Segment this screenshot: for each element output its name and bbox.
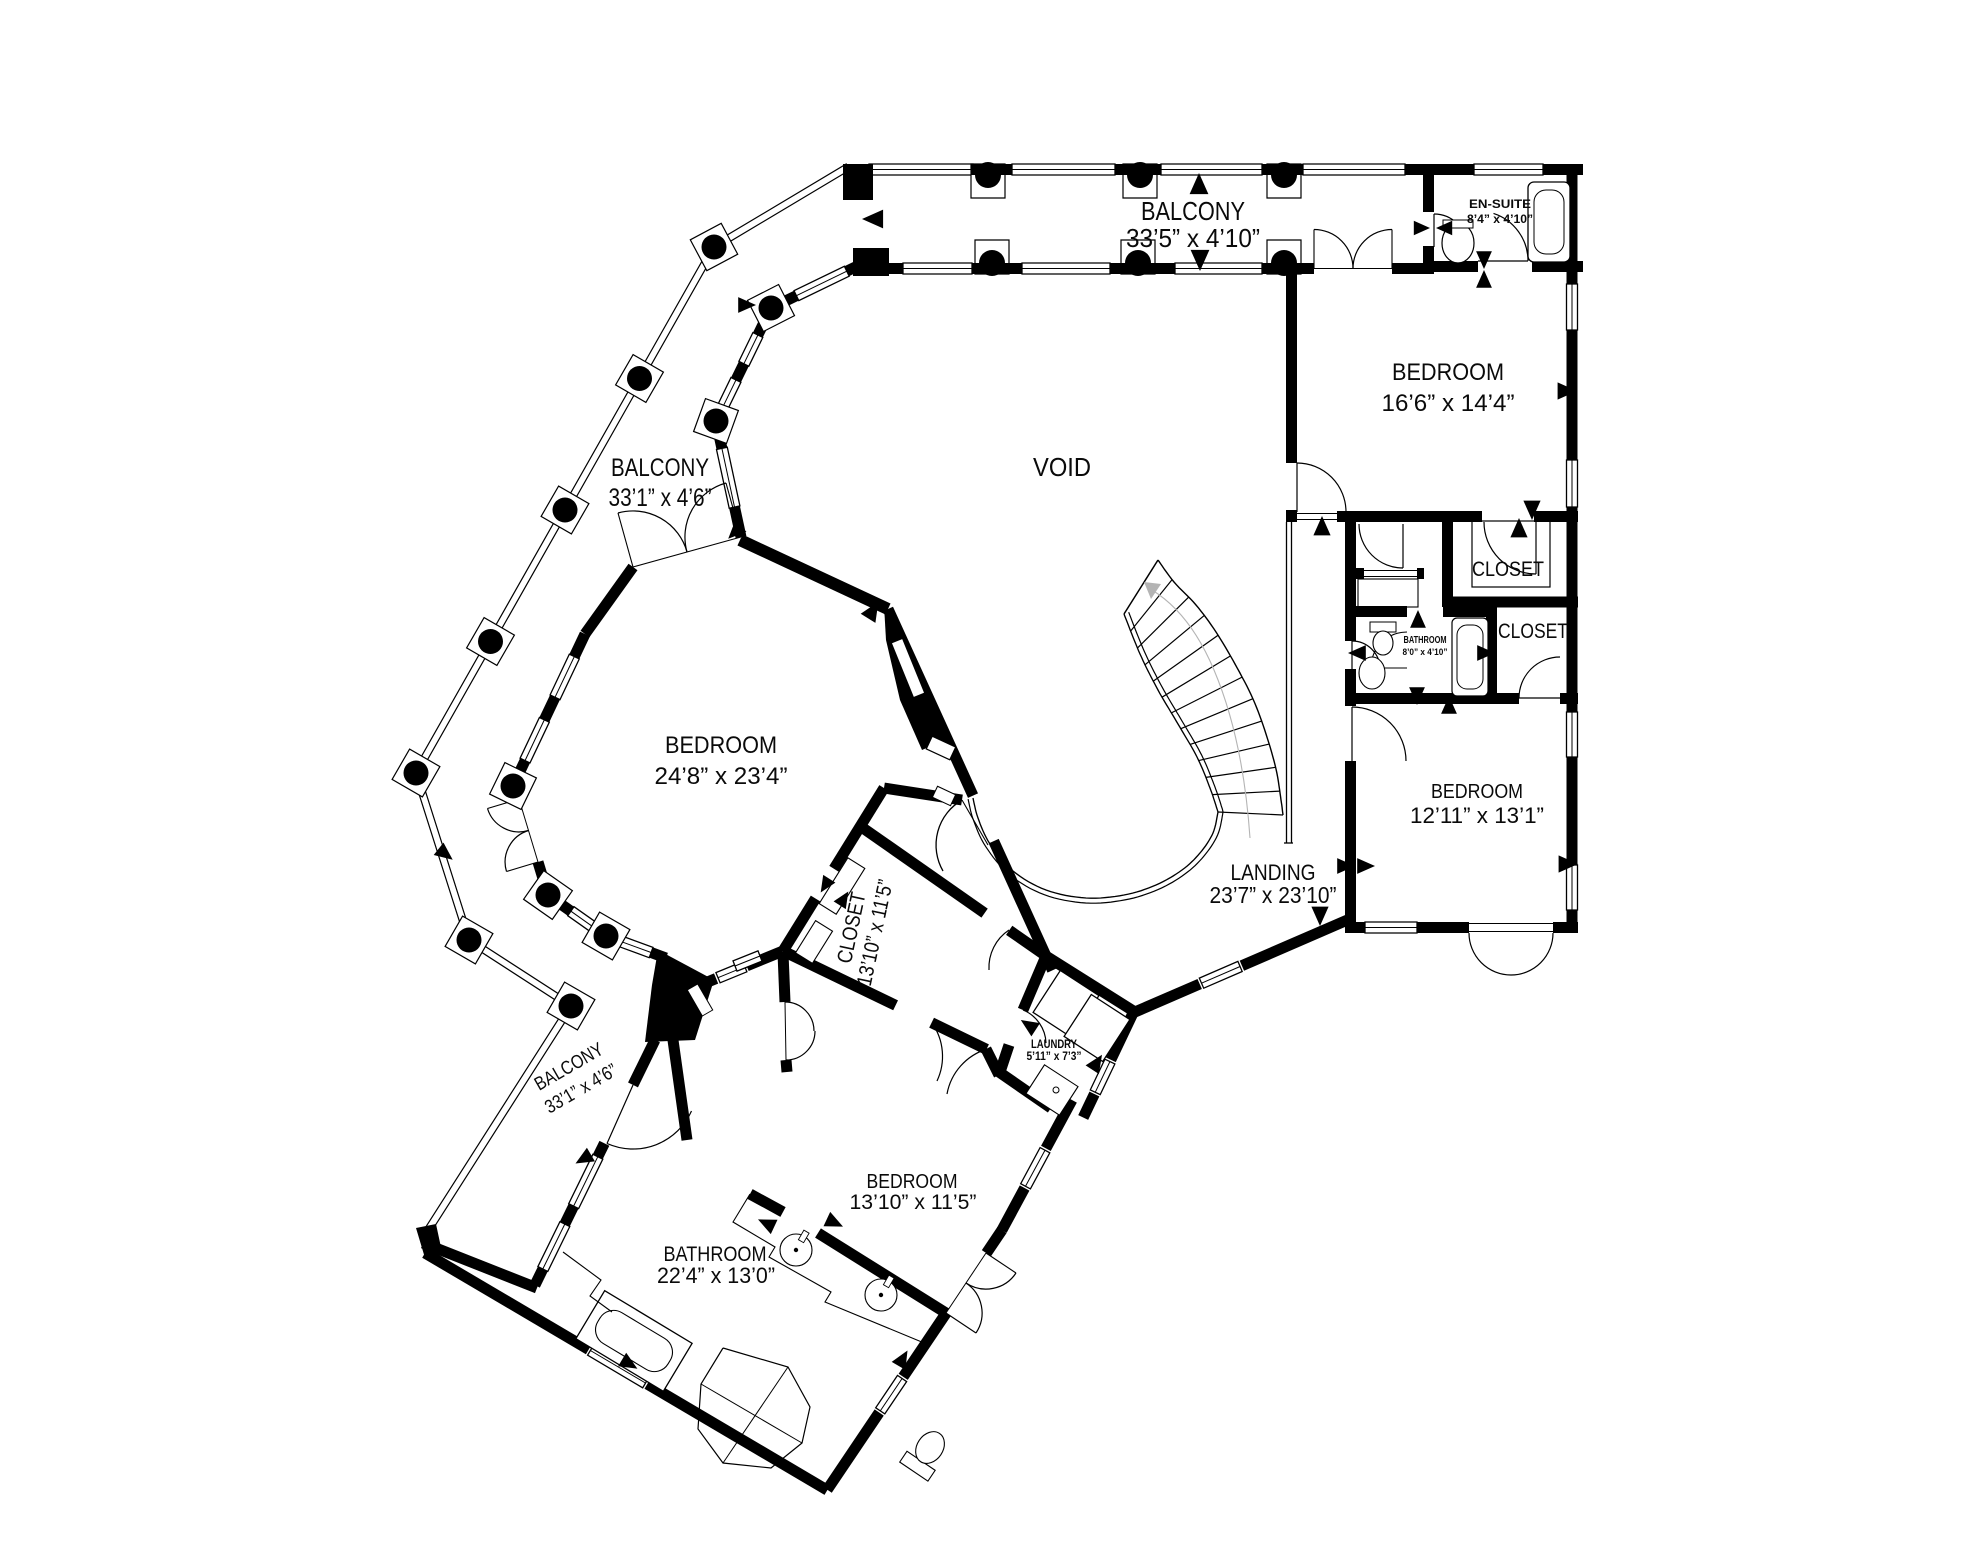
svg-text:12’11” x 13’1”: 12’11” x 13’1”: [1410, 803, 1544, 828]
svg-text:LAUNDRY: LAUNDRY: [1031, 1037, 1077, 1051]
svg-text:BEDROOM: BEDROOM: [867, 1171, 958, 1193]
svg-text:22’4” x 13’0”: 22’4” x 13’0”: [657, 1263, 775, 1288]
svg-text:BALCONY: BALCONY: [611, 454, 709, 482]
svg-text:33’5” x 4’10”: 33’5” x 4’10”: [1126, 223, 1260, 253]
svg-text:24’8” x 23’4”: 24’8” x 23’4”: [655, 763, 788, 790]
svg-text:5’11” x 7’3”: 5’11” x 7’3”: [1027, 1051, 1082, 1063]
svg-text:VOID: VOID: [1033, 452, 1091, 482]
svg-text:BEDROOM: BEDROOM: [1431, 781, 1523, 803]
svg-text:CLOSET: CLOSET: [1472, 558, 1544, 581]
svg-text:8’0” x 4’10”: 8’0” x 4’10”: [1403, 647, 1448, 658]
svg-text:BATHROOM: BATHROOM: [1404, 635, 1447, 646]
svg-text:LANDING: LANDING: [1231, 860, 1316, 885]
svg-text:BALCONY: BALCONY: [1141, 196, 1245, 226]
svg-text:BEDROOM: BEDROOM: [665, 732, 777, 759]
svg-text:13’10” x 11’5”: 13’10” x 11’5”: [850, 1191, 977, 1214]
svg-text:23’7” x 23’10”: 23’7” x 23’10”: [1210, 882, 1337, 908]
svg-text:CLOSET: CLOSET: [1498, 620, 1568, 643]
svg-text:16’6” x 14’4”: 16’6” x 14’4”: [1382, 390, 1515, 417]
svg-text:33’1” x 4’6”: 33’1” x 4’6”: [609, 484, 712, 512]
svg-text:EN-SUITE: EN-SUITE: [1469, 197, 1531, 211]
svg-text:8’4” x 4’10”: 8’4” x 4’10”: [1467, 214, 1533, 226]
svg-text:BATHROOM: BATHROOM: [664, 1243, 767, 1266]
svg-text:BEDROOM: BEDROOM: [1392, 359, 1504, 386]
